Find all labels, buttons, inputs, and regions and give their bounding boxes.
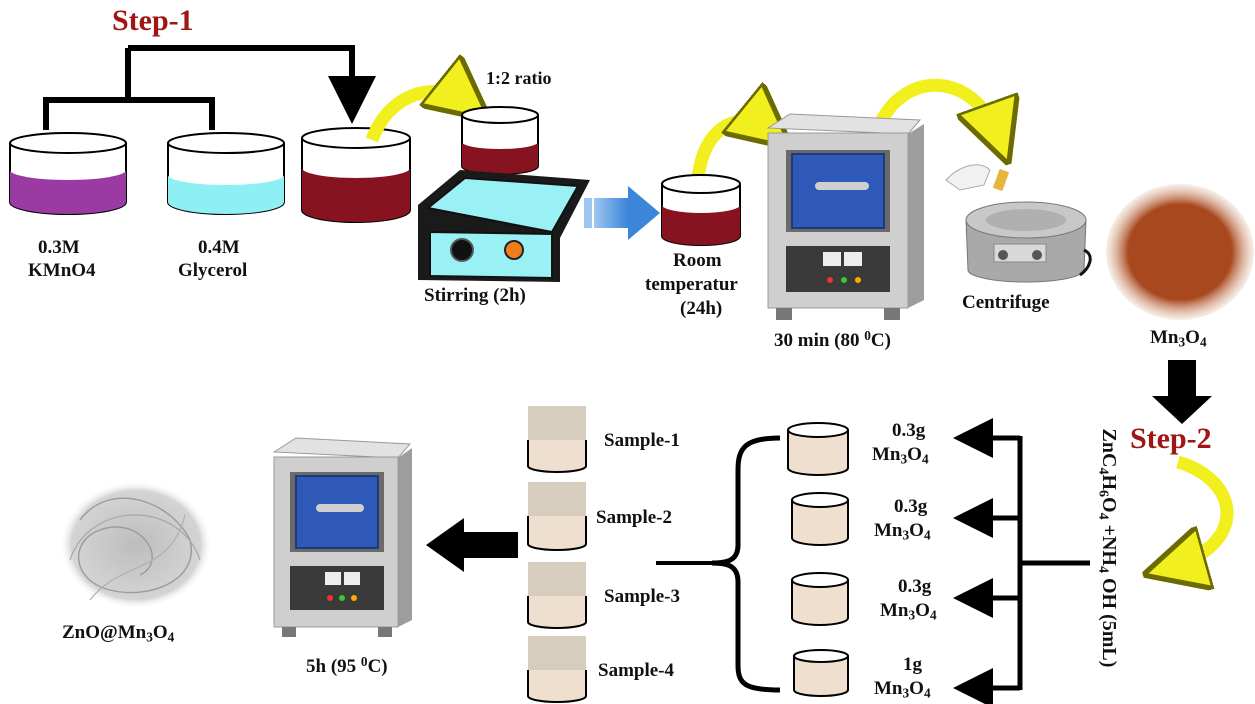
room-temp-line-3: (24h) <box>680 298 723 319</box>
kmno4-name: KMnO4 <box>28 260 96 281</box>
sample-1-label: Sample-1 <box>604 430 680 451</box>
furnace-2 <box>272 437 412 637</box>
step1-bracket <box>43 45 376 130</box>
sample-1-compound: Mn3O4 <box>872 444 929 467</box>
product-label: ZnO@Mn3O4 <box>62 622 175 645</box>
mn3o4-beaker-2 <box>791 492 849 546</box>
zno-mn3o4-fibers <box>60 481 212 609</box>
sample-2-compound: Mn3O4 <box>874 520 931 543</box>
stirring-label: Stirring (2h) <box>424 285 526 306</box>
step2-arrow <box>1152 360 1212 424</box>
glycerol-beaker <box>167 132 285 215</box>
kmno4-beaker <box>9 132 127 215</box>
ratio-label: 1:2 ratio <box>486 68 552 88</box>
step2-title: Step-2 <box>1130 422 1212 455</box>
transfer-arrow-4 <box>1168 455 1234 568</box>
sample-1-mass: 0.3g <box>892 420 926 441</box>
blue-arrow <box>584 186 660 240</box>
to-furnace-arrow <box>426 518 518 572</box>
samples-brace <box>711 435 781 693</box>
mixture-beaker <box>301 127 411 223</box>
furnace-1 <box>766 113 924 320</box>
sample-vial-3 <box>527 562 587 629</box>
furnace1-label: 30 min (80 0C) <box>774 328 891 351</box>
furnace2-label: 5h (95 0C) <box>306 654 388 677</box>
transfer-arrow-2 <box>691 121 772 179</box>
sample-4-label: Sample-4 <box>598 660 674 681</box>
sample-vial-4 <box>527 636 587 703</box>
room-temp-line-2: temperatur <box>645 274 738 295</box>
sample-vial-2 <box>527 482 587 551</box>
mn3o4-label: Mn3O4 <box>1150 327 1207 350</box>
centrifuge <box>945 164 1092 283</box>
transfer-arrow-1 <box>365 92 470 143</box>
step1-title: Step-1 <box>112 4 194 37</box>
kmno4-conc: 0.3M <box>38 237 80 258</box>
room-temp-beaker <box>661 174 741 246</box>
mn3o4-beaker-3 <box>791 572 849 626</box>
sample-2-label: Sample-2 <box>596 507 672 528</box>
reagent-label: ZnC4H6O4 +NH4 OH (5mL) <box>1095 428 1120 668</box>
mn3o4-powder <box>1106 184 1254 320</box>
room-temp-line-1: Room <box>673 250 722 271</box>
sample-3-compound: Mn3O4 <box>880 600 937 623</box>
stirrer-beaker <box>461 106 539 175</box>
sample-2-mass: 0.3g <box>894 496 928 517</box>
mn3o4-beaker-1 <box>787 422 849 476</box>
step2-bracket <box>953 418 1090 704</box>
glycerol-conc: 0.4M <box>198 237 240 258</box>
centrifuge-label: Centrifuge <box>962 292 1050 313</box>
sample-4-compound: Mn3O4 <box>874 678 931 701</box>
sample-4-mass: 1g <box>903 654 922 675</box>
transfer-arrow-3 <box>874 78 1000 140</box>
magnetic-stirrer <box>418 170 590 282</box>
sample-3-mass: 0.3g <box>898 576 932 597</box>
mn3o4-beaker-4 <box>793 649 849 697</box>
sample-vial-1 <box>527 406 587 473</box>
sample-3-label: Sample-3 <box>604 586 680 607</box>
glycerol-name: Glycerol <box>178 260 248 281</box>
